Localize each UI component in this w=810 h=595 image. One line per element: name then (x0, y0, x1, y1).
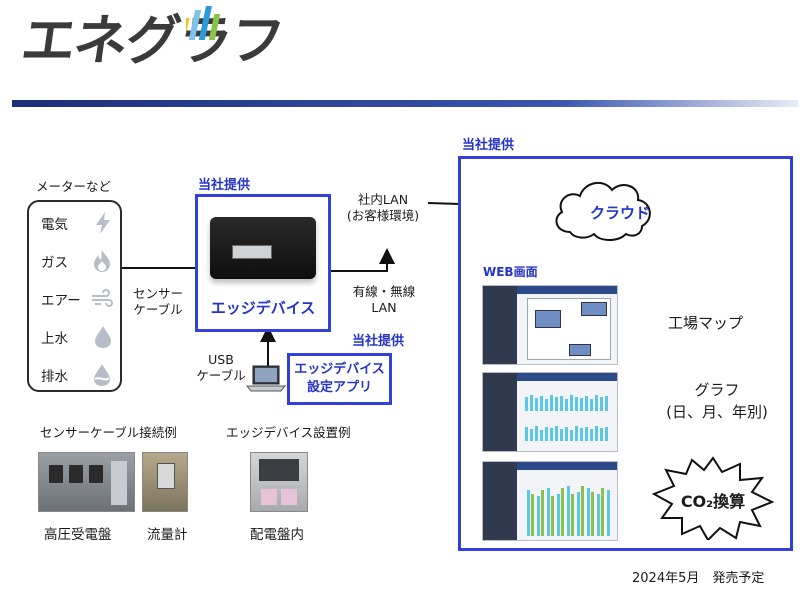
screen-topbar (517, 373, 617, 381)
right-provider-label: 当社提供 (462, 138, 515, 153)
usb-label: USB ケーブル (192, 352, 250, 385)
flame-icon (94, 250, 110, 272)
map-zone (581, 302, 607, 316)
logo-bar-green (208, 14, 221, 40)
logo-bar-blue (198, 6, 212, 40)
screen-chart (525, 395, 608, 441)
map-zone (569, 344, 591, 356)
drain-drop-icon (94, 364, 110, 386)
high-voltage-caption: 高圧受電盤 (44, 527, 112, 543)
cloud-label: クラウド (589, 204, 650, 222)
web-title: WEB画面 (483, 265, 538, 279)
co2-label: CO₂換算 (680, 492, 746, 511)
edge-provider-label: 当社提供 (198, 178, 251, 193)
header-rule (12, 100, 798, 107)
wind-icon (92, 289, 113, 307)
lan-arrow (318, 248, 395, 272)
screen-sidebar (483, 462, 517, 540)
graph-screenshot (482, 372, 618, 452)
meter-label: 上水 (41, 331, 68, 347)
edge-device-image (210, 217, 316, 279)
meter-water: 上水 (41, 324, 113, 350)
logo-bar-yellow (186, 18, 190, 40)
edge-device-ports (232, 245, 272, 259)
app-line2: 設定アプリ (306, 380, 372, 395)
app-line1: エッジデバイス (294, 362, 385, 378)
meter-label: 電気 (41, 217, 68, 233)
inhouse-lan-line2: (お客様環境) (346, 208, 420, 224)
sensor-cable-label: センサー ケーブル (126, 286, 190, 319)
app-provider-label: 当社提供 (352, 334, 405, 349)
meter-gas: ガス (41, 248, 113, 274)
distribution-panel-photo (250, 452, 308, 512)
edge-device-name: エッジデバイス (210, 299, 316, 317)
map-zone (535, 310, 561, 328)
inhouse-lan-line1: 社内LAN (357, 192, 409, 207)
co2-burst-icon (652, 456, 774, 540)
wired-lan-line2: LAN (371, 300, 397, 316)
edge-config-app-box: エッジデバイス 設定アプリ (287, 353, 392, 405)
screen-topbar (517, 462, 617, 470)
distribution-caption: 配電盤内 (250, 527, 304, 543)
release-date: 2024年5月 発売予定 (632, 571, 765, 586)
graph-label: グラフ (日、月、年別) (650, 380, 784, 424)
edge-example-title: エッジデバイス設置例 (226, 425, 351, 440)
wired-lan-label: 有線・無線 LAN (344, 284, 424, 317)
screen-sidebar (483, 373, 517, 451)
meter-air: エアー (41, 286, 113, 312)
high-voltage-panel-photo (38, 452, 135, 512)
logo-bars (186, 6, 221, 40)
sensor-example-title: センサーケーブル接続例 (40, 425, 177, 440)
lightning-icon (96, 212, 110, 234)
meter-label: エアー (41, 293, 81, 309)
co2-screenshot (482, 461, 618, 541)
screen-chart (527, 486, 610, 536)
screen-sidebar (483, 286, 517, 364)
sensor-cable-line1: センサー (132, 286, 183, 301)
inhouse-lan-label: 社内LAN (お客様環境) (338, 192, 428, 225)
factory-map-label: 工場マップ (668, 314, 744, 332)
usb-line1: USB (208, 352, 234, 367)
meter-label: ガス (41, 255, 68, 271)
cloud-icon (555, 181, 651, 241)
meter-label: 排水 (41, 369, 68, 385)
graph-line1: グラフ (694, 381, 740, 399)
meters-box: 電気 ガス エアー 上水 排水 (27, 200, 122, 392)
water-drop-icon (95, 326, 111, 348)
laptop-icon (246, 365, 286, 392)
meter-drain: 排水 (41, 362, 113, 388)
sensor-cable-line2: ケーブル (133, 302, 183, 318)
meters-title: メーターなど (36, 179, 112, 194)
logo-bar-lightblue (188, 10, 202, 40)
graph-line2: (日、月、年別) (666, 402, 768, 421)
wired-lan-line1: 有線・無線 (352, 284, 416, 299)
factory-map-screenshot (482, 285, 618, 365)
meter-electric: 電気 (41, 210, 113, 236)
screen-topbar (517, 286, 617, 294)
flowmeter-caption: 流量計 (147, 527, 188, 543)
edge-device-box: エッジデバイス (195, 194, 331, 332)
usb-line2: ケーブル (196, 368, 246, 384)
flowmeter-photo (142, 452, 188, 512)
